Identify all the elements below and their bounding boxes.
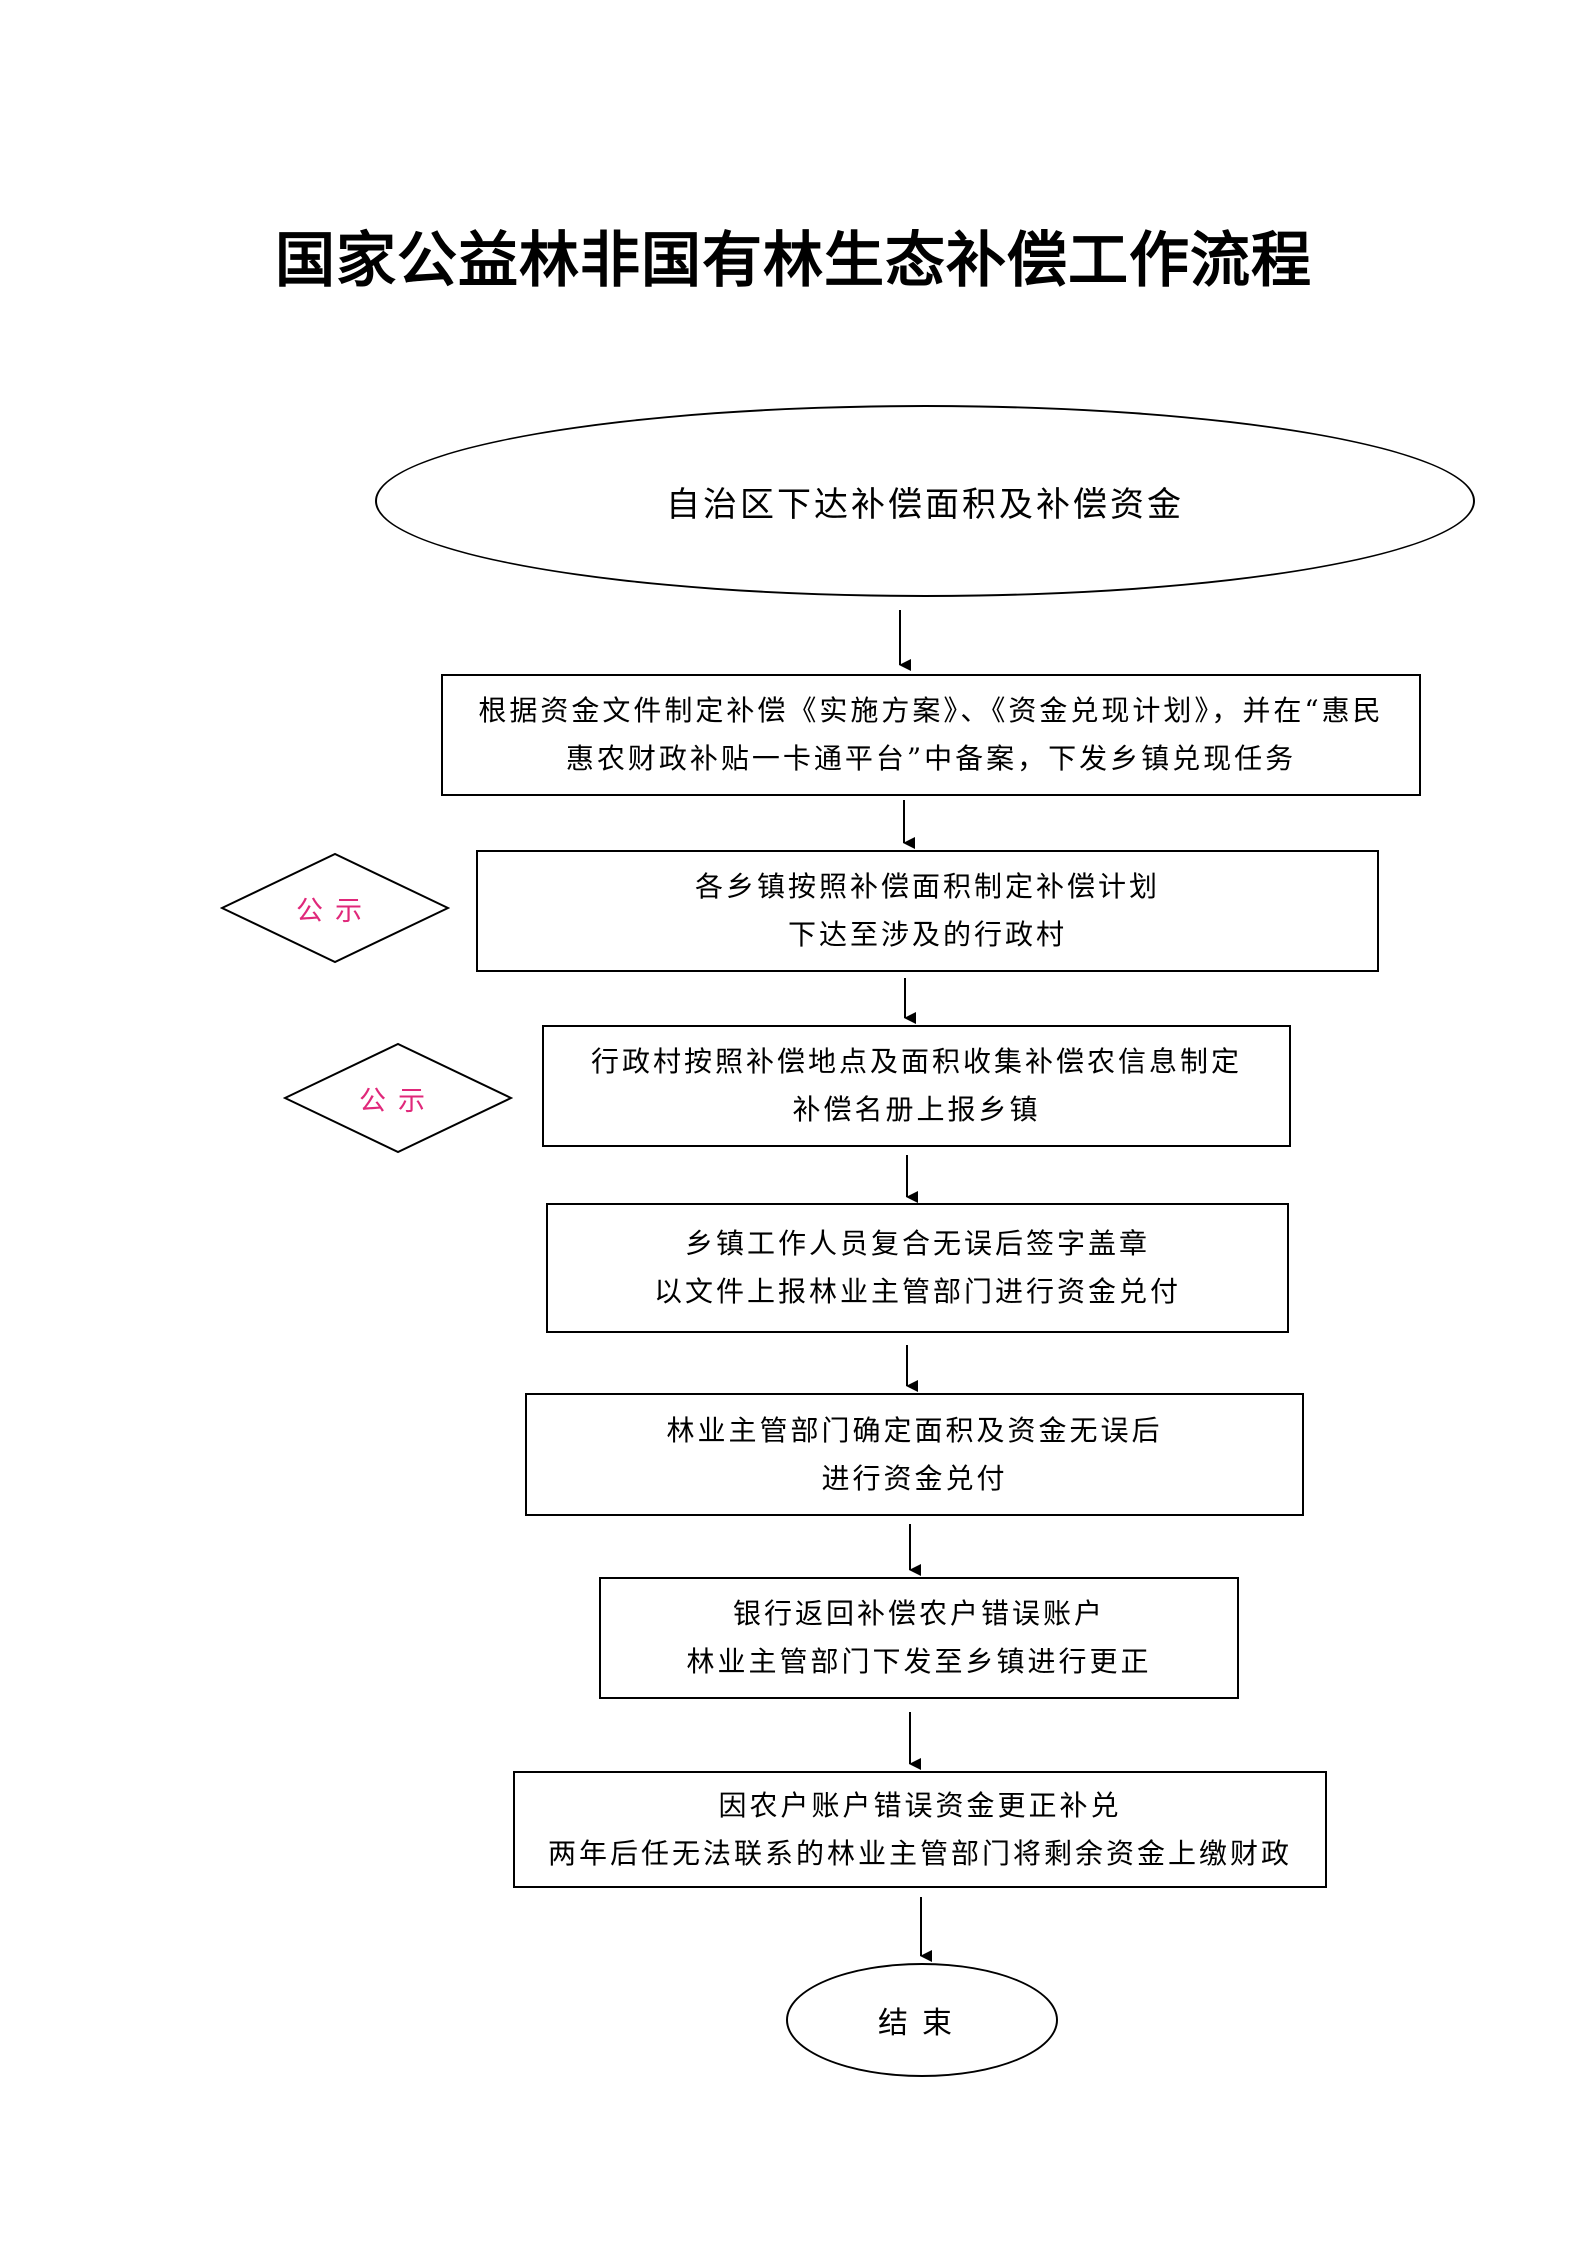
step-3-line-1: 行政村按照补偿地点及面积收集补偿农信息制定 bbox=[590, 1045, 1242, 1078]
step-box-6: 银行返回补偿农户错误账户 林业主管部门下发至乡镇进行更正 bbox=[599, 1577, 1239, 1699]
start-node-label: 自治区下达补偿面积及补偿资金 bbox=[666, 484, 1184, 525]
start-node: 自治区下达补偿面积及补偿资金 bbox=[375, 405, 1475, 597]
step-box-2: 各乡镇按照补偿面积制定补偿计划 下达至涉及的行政村 bbox=[476, 850, 1379, 972]
diamond-shape-icon bbox=[283, 1042, 513, 1154]
end-node: 结束 bbox=[786, 1963, 1058, 2077]
step-4-line-2: 以文件上报林业主管部门进行资金兑付 bbox=[653, 1275, 1181, 1308]
publicity-diamond-2: 公示 bbox=[283, 1042, 513, 1154]
step-box-1: 根据资金文件制定补偿《实施方案》、《资金兑现计划》，并在“惠民 惠农财政补贴一卡… bbox=[441, 674, 1421, 796]
step-5-line-2: 进行资金兑付 bbox=[821, 1461, 1008, 1495]
step-1-line-2: 惠农财政补贴一卡通平台”中备案，下发乡镇兑现任务 bbox=[565, 742, 1297, 775]
step-1-line-1: 根据资金文件制定补偿《实施方案》、《资金兑现计划》，并在“惠民 bbox=[478, 694, 1384, 727]
step-6-line-2: 林业主管部门下发至乡镇进行更正 bbox=[686, 1645, 1152, 1678]
step-4-line-1: 乡镇工作人员复合无误后签字盖章 bbox=[684, 1227, 1150, 1260]
publicity-diamond-1: 公示 bbox=[220, 852, 450, 964]
step-box-5: 林业主管部门确定面积及资金无误后 进行资金兑付 bbox=[525, 1393, 1304, 1516]
publicity-label-1: 公示 bbox=[296, 895, 374, 927]
step-box-3: 行政村按照补偿地点及面积收集补偿农信息制定 补偿名册上报乡镇 bbox=[542, 1025, 1291, 1147]
step-2-line-1: 各乡镇按照补偿面积制定补偿计划 bbox=[694, 870, 1160, 903]
step-2-line-2: 下达至涉及的行政村 bbox=[787, 918, 1067, 951]
step-box-4: 乡镇工作人员复合无误后签字盖章 以文件上报林业主管部门进行资金兑付 bbox=[546, 1203, 1289, 1333]
publicity-label-2: 公示 bbox=[359, 1085, 437, 1117]
step-6-line-1: 银行返回补偿农户错误账户 bbox=[732, 1597, 1105, 1630]
step-7-line-2: 两年后任无法联系的林业主管部门将剩余资金上缴财政 bbox=[547, 1836, 1292, 1870]
page-title: 国家公益林非国有林生态补偿工作流程 bbox=[275, 226, 1312, 296]
step-7-line-1: 因农户账户错误资金更正补兑 bbox=[718, 1788, 1122, 1822]
step-box-7: 因农户账户错误资金更正补兑 两年后任无法联系的林业主管部门将剩余资金上缴财政 bbox=[513, 1771, 1327, 1888]
diamond-shape-icon bbox=[220, 852, 450, 964]
step-3-line-2: 补偿名册上报乡镇 bbox=[792, 1093, 1041, 1126]
step-5-line-1: 林业主管部门确定面积及资金无误后 bbox=[666, 1413, 1163, 1447]
end-node-label: 结束 bbox=[878, 2006, 966, 2041]
